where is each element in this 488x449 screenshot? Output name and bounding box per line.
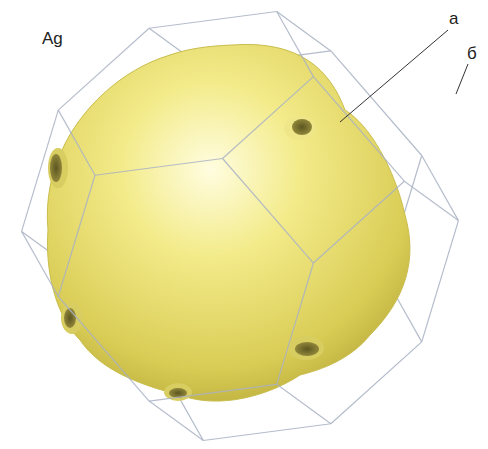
zone-edge xyxy=(58,175,95,296)
zone-edge xyxy=(58,297,149,402)
zone-edge xyxy=(404,181,458,220)
zone-edge xyxy=(277,263,314,384)
zone-edge xyxy=(313,77,404,182)
zone-edge xyxy=(277,12,314,77)
zone-edge xyxy=(149,12,277,29)
zone-edge xyxy=(22,231,59,296)
zone-edge xyxy=(149,401,203,440)
brillouin-zone-back xyxy=(22,12,459,441)
zone-edge xyxy=(223,158,314,263)
zone-edge xyxy=(277,384,331,423)
leader-line xyxy=(340,30,448,122)
zone-edge xyxy=(22,110,59,231)
fermi-surface-necks xyxy=(48,116,324,401)
zone-edge xyxy=(203,424,331,441)
zone-edge xyxy=(422,155,459,220)
zone-edge xyxy=(58,110,95,175)
zone-edge xyxy=(95,158,223,175)
callout-letter: a xyxy=(449,10,458,27)
zone-edge xyxy=(422,221,459,342)
leader-line xyxy=(456,64,468,94)
fermi-surface xyxy=(47,44,410,401)
zone-edge xyxy=(149,384,277,401)
brillouin-zone-front xyxy=(22,12,459,441)
zone-edge xyxy=(313,181,404,263)
callout-letter: б xyxy=(467,45,477,62)
element-label: Ag xyxy=(42,30,63,47)
zone-edge xyxy=(277,12,331,51)
zone-edge xyxy=(223,77,314,159)
zone-edge xyxy=(58,28,149,110)
